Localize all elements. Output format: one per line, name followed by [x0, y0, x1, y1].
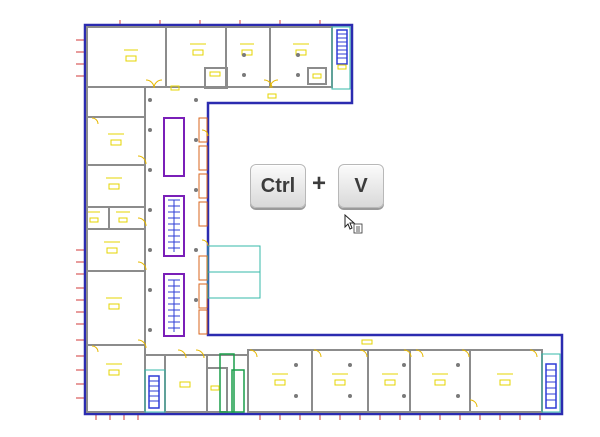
stair-frame-bottom-right	[541, 353, 561, 413]
central-stairs	[168, 199, 180, 332]
grid-ticks-left	[76, 39, 84, 399]
staircase-icon	[336, 29, 348, 65]
door-swings	[91, 79, 538, 408]
stair-frame-top	[331, 26, 351, 90]
cabinet-row	[198, 117, 208, 335]
staircase-bottom-left	[148, 375, 160, 409]
outer-wall	[83, 23, 564, 416]
stair-frame-bottom-left	[144, 369, 166, 413]
elevator-icon	[163, 117, 185, 337]
annex-frames	[207, 245, 261, 299]
top-rooms	[86, 26, 333, 89]
v-key-label: V	[354, 174, 368, 197]
staircase-bottom-right	[545, 363, 557, 409]
room-labels	[88, 43, 513, 391]
ctrl-key-icon: Ctrl	[250, 164, 306, 208]
bottom-rooms	[164, 349, 543, 413]
v-key-icon: V	[338, 164, 384, 208]
plus-sign: +	[312, 170, 327, 197]
left-rooms	[86, 86, 146, 413]
paste-cursor-icon	[344, 214, 363, 234]
ctrl-key-label: Ctrl	[260, 174, 296, 197]
structural-columns	[148, 53, 460, 398]
green-shafts	[219, 353, 245, 413]
